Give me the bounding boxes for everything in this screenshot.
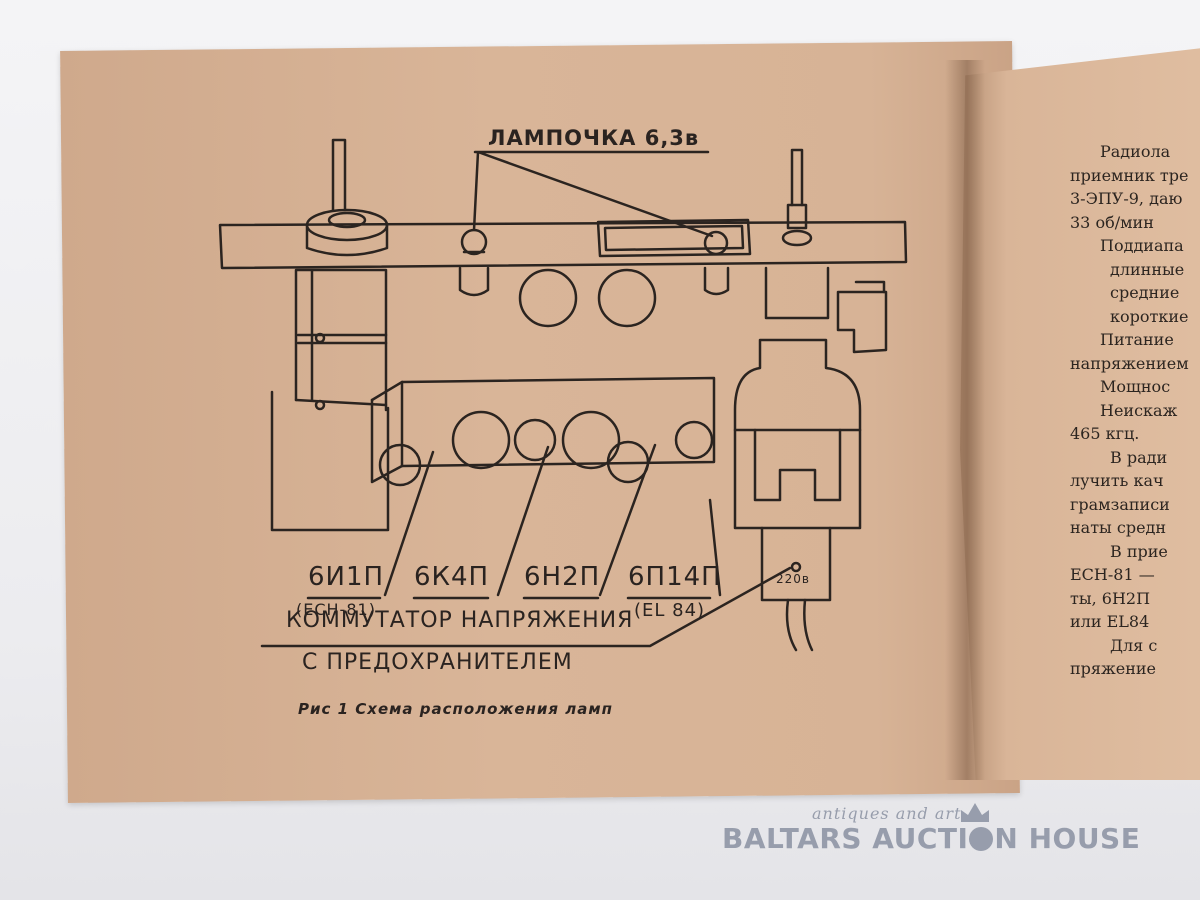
watermark-o-icon	[969, 827, 994, 851]
right-page	[960, 46, 1200, 780]
tube-panel	[370, 376, 716, 487]
book-gutter	[945, 60, 985, 780]
right-page-line: В прие	[1110, 541, 1168, 561]
right-page-line: напряжением	[1070, 353, 1189, 373]
switch-leader	[260, 566, 792, 648]
right-page-line: 465 кгц.	[1070, 424, 1140, 443]
watermark-tagline: antiques and art	[812, 804, 962, 823]
right-page-line: длинные	[1110, 259, 1185, 279]
right-page-line: грамзаписи	[1070, 494, 1170, 514]
right-page-line: или EL84	[1070, 612, 1150, 631]
right-page-line: 3-ЭПУ-9, даю	[1070, 189, 1183, 208]
right-page-line: пряжение	[1070, 659, 1156, 678]
left-frame	[270, 268, 390, 532]
watermark-title-left: BALTARS AUCTI	[722, 822, 969, 855]
switch-label-line2: С ПРЕДОХРАНИТЕЛЕМ	[302, 650, 573, 675]
right-page-line: Мощнос	[1100, 377, 1171, 396]
lamp-leader	[472, 150, 714, 238]
right-page-line: Поддиапа	[1100, 236, 1184, 255]
lamp-label: ЛАМПОЧКА 6,3в	[488, 126, 700, 150]
tube-socket-1	[451, 410, 511, 470]
watermark-title: BALTARS AUCTI N HOUSE	[722, 822, 1140, 855]
right-page-line: 33 об/мин	[1070, 212, 1154, 232]
right-page-line: Неискаж	[1100, 400, 1178, 420]
tube-alt-6p14p: (EL 84)	[634, 600, 706, 621]
left-shaft	[305, 138, 389, 257]
tube-alt-6i1p: (ECH-81)	[296, 600, 376, 619]
indicator-lamp	[460, 228, 488, 256]
tube-label-6i1p: 6И1П	[308, 562, 385, 592]
crown-icon	[961, 803, 989, 822]
right-page-line: ты, 6Н2П	[1070, 588, 1151, 608]
leader-6p14p	[708, 498, 722, 597]
right-page-line: короткие	[1110, 306, 1189, 326]
watermark-title-right: N HOUSE	[994, 822, 1141, 855]
tube-label-6k4p: 6К4П	[414, 562, 490, 592]
tube-socket-6k4p	[513, 418, 557, 462]
dial-window	[596, 218, 752, 258]
switch-label-line1: КОММУТАТОР НАПРЯЖЕНИЯ	[286, 608, 634, 633]
voltage-switch-block	[733, 338, 862, 652]
right-shaft	[781, 148, 813, 247]
right-page-line: наты средн	[1070, 518, 1167, 537]
tube-socket-2	[561, 410, 621, 470]
voltage-label: 220в	[776, 572, 810, 586]
tube-socket-6p14p	[674, 420, 714, 460]
tube-label-6p14p: 6П14П	[628, 562, 722, 592]
leader-6n2p	[598, 443, 657, 597]
right-page-line: Радиола	[1100, 142, 1171, 161]
figure-caption: Рис 1 Схема расположения ламп	[298, 700, 614, 718]
right-page-line: Для с	[1110, 635, 1158, 655]
right-page-text: Радиола приемник тре 3-ЭПУ-9, даю 33 об/мин…	[1070, 142, 1200, 682]
leader-6i1p	[383, 450, 435, 597]
right-page-line: средние	[1110, 283, 1180, 302]
right-page-line: лучить кач	[1070, 471, 1164, 490]
right-page-line: приемник тре	[1070, 165, 1189, 185]
tube-label-6n2p: 6Н2П	[524, 562, 601, 592]
leader-6k4p	[496, 445, 550, 597]
right-page-line: В ради	[1110, 447, 1168, 467]
right-page-line: ECH-81 —	[1070, 565, 1155, 584]
right-page-line: Питание	[1100, 330, 1174, 349]
tube-socket-6i1p	[378, 443, 422, 487]
